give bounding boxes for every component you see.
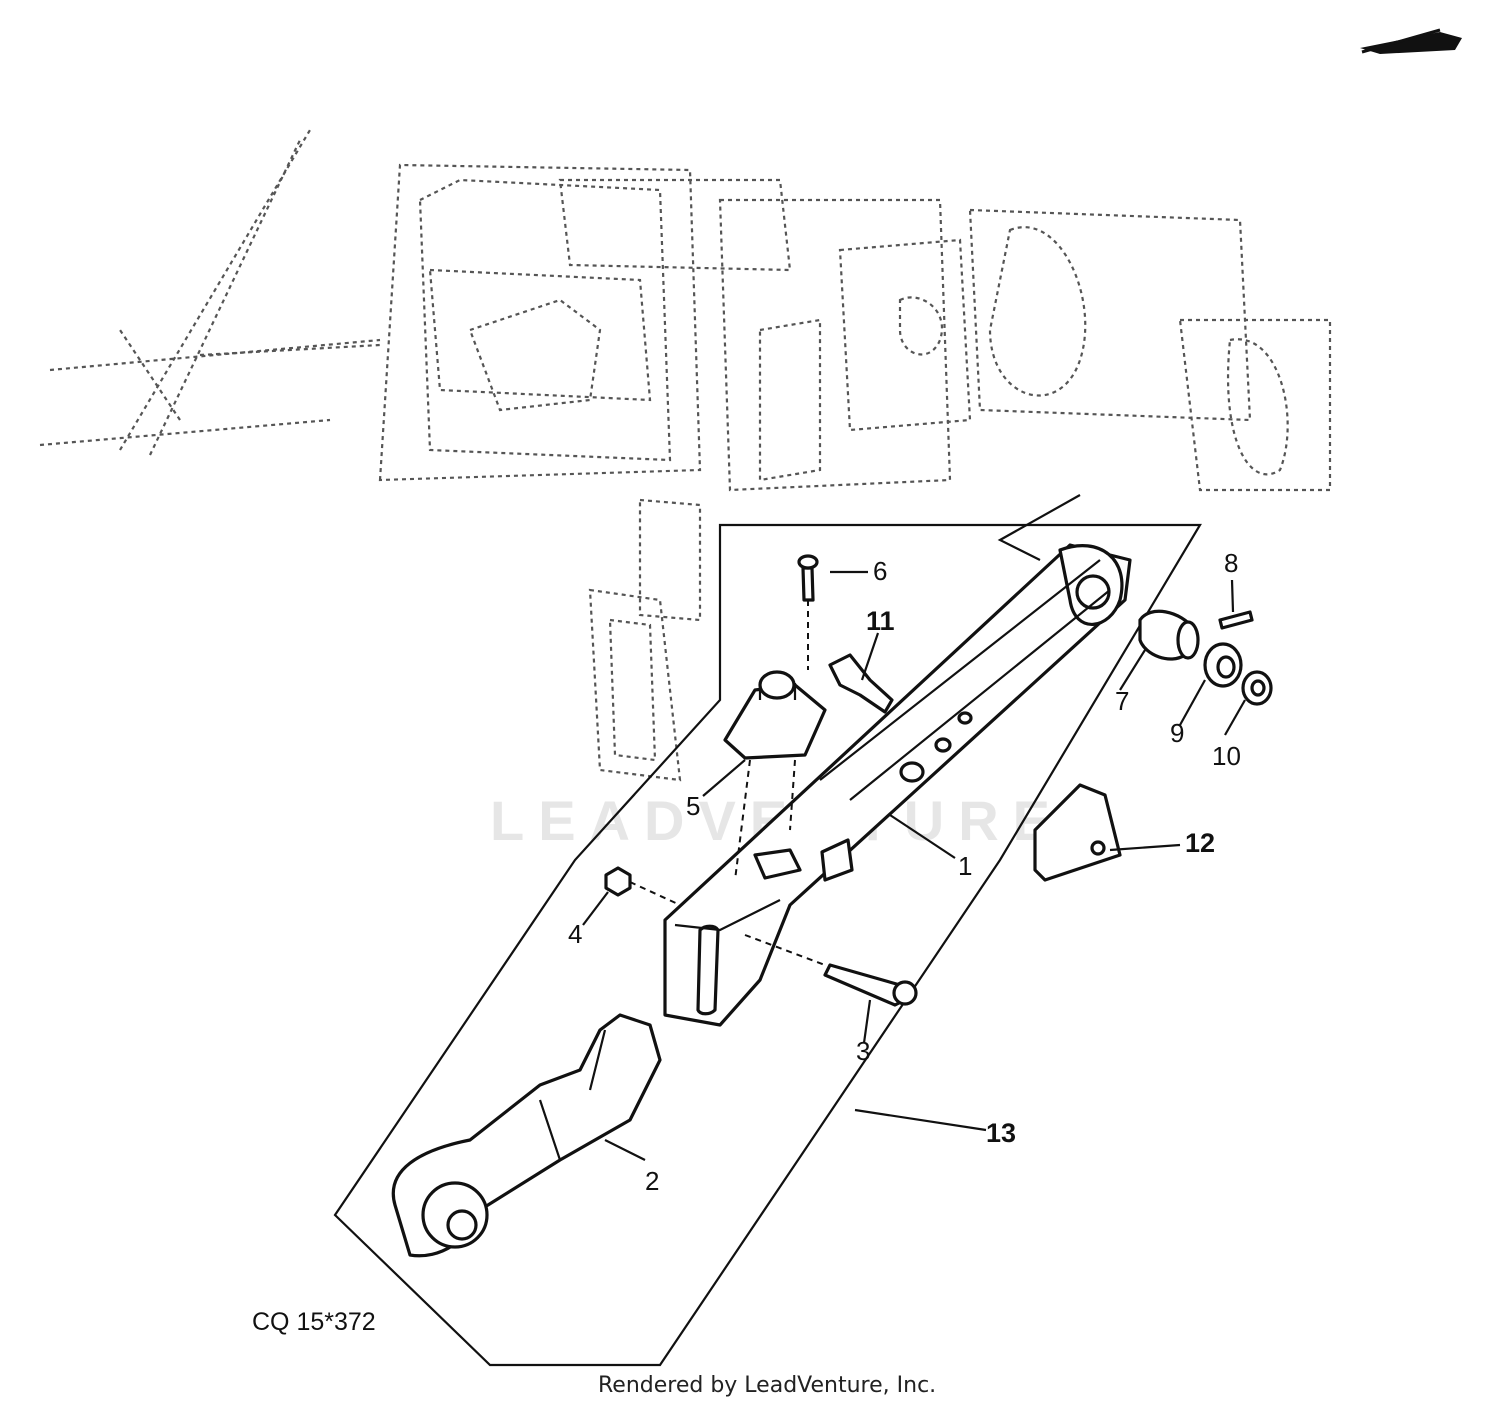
- lower-link-body: [663, 543, 1132, 1027]
- washer-part-9: [1203, 642, 1243, 688]
- callout-12: 12: [1185, 828, 1215, 858]
- end-link-arm: [391, 1013, 662, 1258]
- callout-6: 6: [873, 556, 887, 586]
- pin-part-8: [1218, 610, 1254, 630]
- assembly-boundary: [333, 523, 1202, 1367]
- leader-lines: [582, 570, 1246, 1161]
- direction-arrow-icon: [1360, 28, 1462, 54]
- bolt-part-3: [744, 934, 918, 1007]
- callout-2: 2: [645, 1166, 659, 1196]
- bushing-part-7: [1138, 609, 1200, 661]
- callout-3: 3: [856, 1036, 870, 1066]
- nut-part-4: [604, 866, 681, 906]
- callout-1: 1: [958, 851, 972, 881]
- callout-7: 7: [1115, 686, 1129, 716]
- callout-8: 8: [1224, 548, 1238, 578]
- latch-bracket-part-5: [723, 670, 827, 881]
- ring-part-10: [1241, 670, 1273, 706]
- callout-11: 11: [866, 606, 895, 636]
- callout-10: 10: [1212, 741, 1241, 771]
- callout-13: 13: [986, 1118, 1016, 1148]
- tractor-rear-frame-ghost: [39, 129, 1332, 782]
- callout-5: 5: [686, 791, 700, 821]
- callout-9: 9: [1170, 718, 1184, 748]
- figure-code: CQ 15*372: [252, 1308, 376, 1336]
- stabilizer-block-part-12: [1033, 783, 1122, 882]
- assembly-link-line: [997, 494, 1081, 561]
- callout-4: 4: [568, 919, 582, 949]
- bolt-part-6: [797, 554, 819, 670]
- bolt-part-11: [828, 653, 894, 714]
- render-credit: Rendered by LeadVenture, Inc.: [598, 1373, 936, 1398]
